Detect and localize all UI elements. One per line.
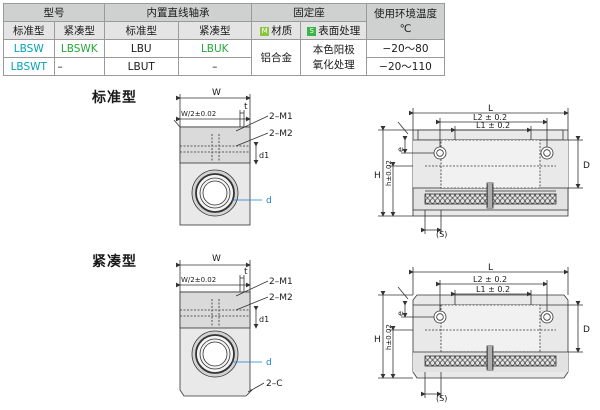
standard-front-labels: W W/2±0.02 t 2–M1 2–M2 d1 d	[181, 88, 293, 206]
standard-side-labels: L L2 ± 0.2 L1 ± 0.2 H h±0.02 e D (S)	[374, 104, 590, 239]
subheader-compact: 紧凑型	[53, 21, 105, 40]
row1-std: LBSW	[3, 39, 55, 58]
section-title-compact: 紧凑型	[92, 254, 137, 270]
subheader-surface-label: 表面处理	[318, 24, 361, 37]
label-H: H	[374, 171, 381, 181]
row2-std: LBSWT	[3, 57, 55, 76]
label-M1-compact: 2–M1	[269, 277, 293, 287]
label-S: (S)	[436, 230, 447, 239]
section-title-standard: 标准型	[92, 90, 137, 106]
label-W2: W/2±0.02	[181, 110, 216, 118]
table-row: LBSWT – LBUT – −20～110	[3, 57, 445, 76]
standard-side-view	[378, 108, 583, 234]
header-mount: 固定座	[251, 3, 367, 22]
label-M2: 2–M2	[269, 129, 293, 139]
label-t-compact: t	[244, 267, 248, 277]
label-d1: d1	[259, 151, 269, 160]
spec-table: 型号 内置直线轴承 固定座 使用环境温度 ℃ 标准型 紧凑型 标准型 紧凑型 M…	[3, 3, 445, 76]
surface-line-2: 氧化处理	[312, 58, 355, 71]
label-h: h±0.02	[385, 160, 393, 186]
label-d: d	[266, 196, 272, 206]
label-D-compact: D	[583, 325, 590, 335]
label-D: D	[583, 161, 590, 171]
material-cell: 铝合金	[250, 39, 302, 76]
label-W: W	[212, 88, 221, 98]
label-M1: 2–M1	[269, 112, 293, 122]
label-e-compact: e	[396, 311, 405, 316]
compact-front-labels: W W/2±0.02 t 2–M1 2–M2 d1 d 2–C	[181, 254, 293, 389]
row2-compact: –	[53, 57, 105, 76]
label-L1: L1 ± 0.2	[476, 121, 510, 130]
label-h-compact: h±0.02	[385, 324, 393, 350]
label-L2-compact: L2 ± 0.2	[473, 275, 507, 284]
header-bearing: 内置直线轴承	[104, 3, 252, 22]
label-H-compact: H	[374, 335, 381, 345]
label-C: 2–C	[266, 379, 283, 389]
surface-line-1: 本色阳极	[312, 43, 355, 56]
compact-front-view	[176, 260, 269, 397]
compact-side-view	[378, 267, 583, 398]
row2-bearing-std: LBUT	[104, 57, 179, 76]
label-d1-compact: d1	[259, 315, 269, 324]
label-S-compact: (S)	[436, 394, 447, 403]
label-M2-compact: 2–M2	[269, 293, 293, 303]
standard-front-view	[173, 94, 269, 226]
subheader-material-label: 材质	[271, 24, 293, 37]
table-row: LBSW LBSWK LBU LBUK 铝合金 本色阳极 氧化处理 −20～80	[3, 39, 445, 76]
label-W-compact: W	[212, 254, 221, 264]
label-L1-compact: L1 ± 0.2	[476, 285, 510, 294]
header-temp-unit: ℃	[399, 22, 412, 35]
compact-side-labels: L L2 ± 0.2 L1 ± 0.2 H h±0.02 e D (S)	[374, 263, 590, 403]
material-badge-icon: M	[260, 26, 270, 36]
label-d-compact: d	[266, 358, 272, 368]
label-L: L	[488, 104, 493, 114]
label-L2: L2 ± 0.2	[473, 113, 507, 122]
surface-badge-icon: S	[307, 26, 317, 36]
label-W2-compact: W/2±0.02	[181, 276, 216, 284]
surface-cell: 本色阳极 氧化处理	[300, 39, 367, 76]
row1-temp: −20～80	[366, 39, 445, 58]
row2-bearing-compact: –	[177, 57, 252, 76]
subheader-bearing-compact: 紧凑型	[177, 21, 252, 40]
row2-temp: −20～110	[366, 57, 445, 76]
header-temp-label: 使用环境温度	[374, 7, 437, 20]
subheader-standard: 标准型	[3, 21, 55, 40]
subheader-bearing-standard: 标准型	[104, 21, 179, 40]
header-model: 型号	[3, 3, 105, 22]
label-t: t	[244, 102, 248, 112]
label-e: e	[396, 147, 405, 152]
label-L-compact: L	[488, 263, 493, 273]
